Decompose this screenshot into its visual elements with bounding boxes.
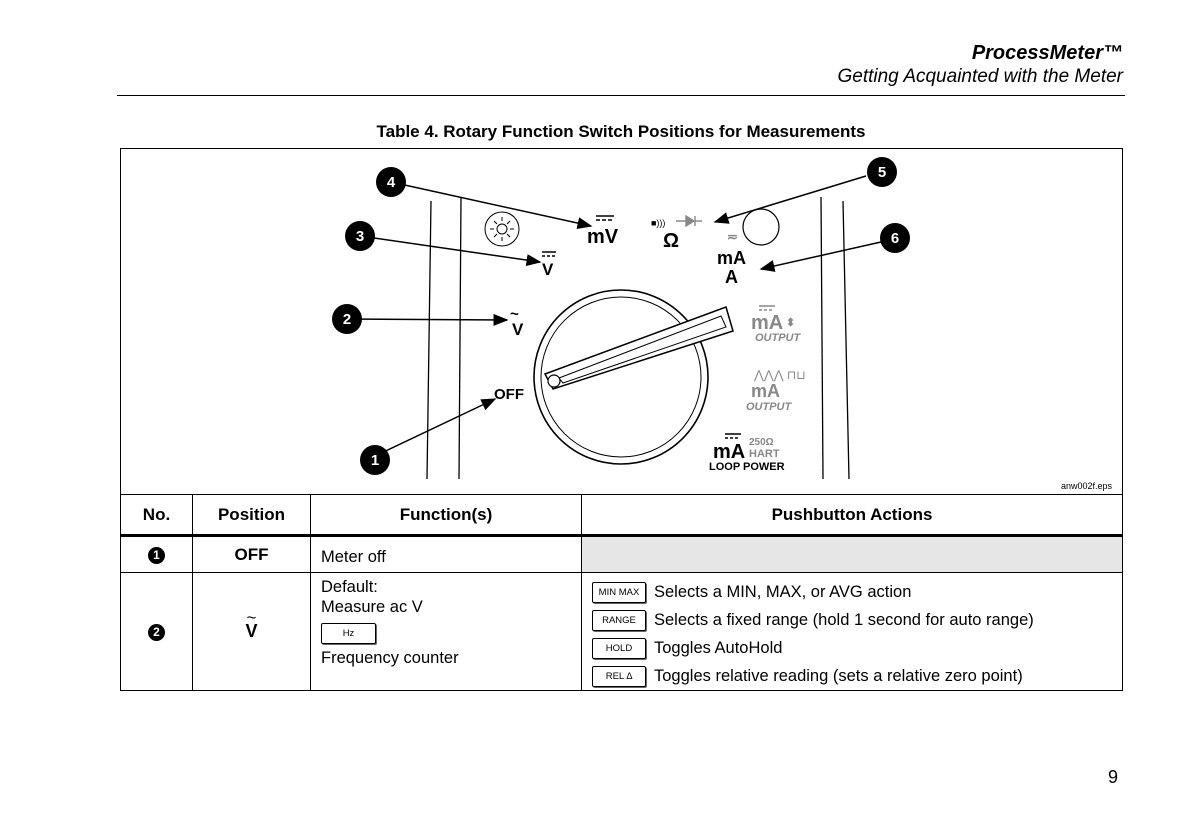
list-item: MIN MAX Selects a MIN, MAX, or AVG actio… xyxy=(592,578,1122,606)
page-header-subtitle: Getting Acquainted with the Meter xyxy=(837,66,1123,87)
function-table: No. Position Function(s) Pushbutton Acti… xyxy=(120,494,1123,691)
label-off: OFF xyxy=(494,386,524,403)
dc-symbol-v xyxy=(542,251,556,257)
svg-text:1: 1 xyxy=(371,452,379,469)
meter-case-outline xyxy=(426,196,850,480)
label-output-1: OUTPUT xyxy=(755,332,802,344)
label-hart: HART xyxy=(749,448,780,460)
label-hart-ohms: 250Ω xyxy=(749,437,774,448)
ramp-icon: ⋀⋀⋀ ⊓⊔ xyxy=(753,368,806,382)
label-loop-power: LOOP POWER xyxy=(709,461,785,473)
label-v-ac: V xyxy=(512,320,524,339)
continuity-icon: ■))) xyxy=(651,218,665,228)
list-item: REL ∆ Toggles relative reading (sets a r… xyxy=(592,662,1122,690)
function-measure-ac-v: Measure ac V xyxy=(321,598,423,616)
label-output-2: OUTPUT xyxy=(746,401,793,413)
list-item: RANGE Selects a fixed range (hold 1 seco… xyxy=(592,606,1122,634)
col-header-functions: Function(s) xyxy=(310,494,582,537)
action-text: Toggles AutoHold xyxy=(654,638,783,657)
label-ma-loop: mA xyxy=(713,441,745,463)
header-rule xyxy=(117,95,1125,96)
svg-text:3: 3 xyxy=(356,228,364,245)
label-ma-output-1: mA xyxy=(751,312,783,334)
min-max-key-icon: MIN MAX xyxy=(592,581,646,603)
svg-text:6: 6 xyxy=(891,230,899,247)
label-ma: mA xyxy=(717,248,746,268)
row-number-badge: 2 xyxy=(148,624,165,641)
dc-symbol-mv xyxy=(596,215,614,221)
figure-filename: anw002f.eps xyxy=(1060,481,1112,491)
action-text: Toggles relative reading (sets a relativ… xyxy=(654,666,1023,685)
label-ohm: Ω xyxy=(663,230,679,252)
label-ma-output-2: mA xyxy=(751,381,780,401)
ac-tilde-icon: ~ xyxy=(246,608,257,627)
svg-text:4: 4 xyxy=(387,174,396,191)
position-v-ac: ~V xyxy=(245,608,258,641)
action-text: Selects a fixed range (hold 1 second for… xyxy=(654,610,1034,629)
table-row: 2 ~V Default: Measure ac V Hz Frequency … xyxy=(120,572,1123,691)
table-caption: Table 4. Rotary Function Switch Position… xyxy=(376,122,866,141)
round-button-outline xyxy=(742,208,780,246)
range-key-icon: RANGE xyxy=(592,609,646,631)
callout-5: 5 xyxy=(867,157,897,187)
row-number-badge: 1 xyxy=(148,547,165,564)
function-default-label: Default: xyxy=(321,578,378,596)
function-meter-off: Meter off xyxy=(321,547,386,566)
rotary-switch-illustration: OFF ~ V V mV ■))) Ω ≂ mA A mA ⬍ OUTPUT ⋀… xyxy=(332,157,910,480)
rotary-dial xyxy=(533,289,734,465)
col-header-position: Position xyxy=(192,494,311,537)
label-a: A xyxy=(725,267,738,287)
updown-icon: ⬍ xyxy=(786,317,795,329)
callout-2: 2 xyxy=(332,304,362,334)
page-number: 9 xyxy=(1108,767,1119,787)
callout-arrows xyxy=(346,175,882,457)
callout-3: 3 xyxy=(345,221,375,251)
backlight-icon xyxy=(484,211,520,247)
label-mv: mV xyxy=(587,226,619,248)
page-header-title: ProcessMeter™ xyxy=(971,42,1123,64)
empty-actions-cell xyxy=(581,535,1123,573)
function-frequency-counter: Frequency counter xyxy=(321,649,459,667)
hold-key-icon: HOLD xyxy=(592,637,646,659)
callout-6: 6 xyxy=(880,223,910,253)
dc-symbol-output xyxy=(759,305,775,311)
rotary-switch-figure: OFF ~ V V mV ■))) Ω ≂ mA A mA ⬍ OUTPUT ⋀… xyxy=(120,148,1123,495)
callout-1: 1 xyxy=(360,445,390,475)
label-ma-ac: ≂ xyxy=(727,229,738,244)
svg-text:2: 2 xyxy=(343,311,351,328)
diode-icon xyxy=(676,214,702,228)
label-v-ac-tilde: ~ xyxy=(510,306,519,323)
rel-key-icon: REL ∆ xyxy=(592,665,646,687)
position-off: OFF xyxy=(234,544,269,564)
table-row: 1 OFF Meter off xyxy=(120,535,1123,573)
callout-4: 4 xyxy=(376,167,406,197)
list-item: HOLD Toggles AutoHold xyxy=(592,634,1122,662)
hz-key-icon: Hz xyxy=(321,623,376,644)
col-header-pushbutton-actions: Pushbutton Actions xyxy=(581,494,1123,537)
svg-text:5: 5 xyxy=(878,164,886,181)
col-header-no: No. xyxy=(120,494,193,537)
dc-symbol-loop xyxy=(725,433,741,439)
action-text: Selects a MIN, MAX, or AVG action xyxy=(654,582,912,601)
label-v-dc: V xyxy=(542,260,554,279)
